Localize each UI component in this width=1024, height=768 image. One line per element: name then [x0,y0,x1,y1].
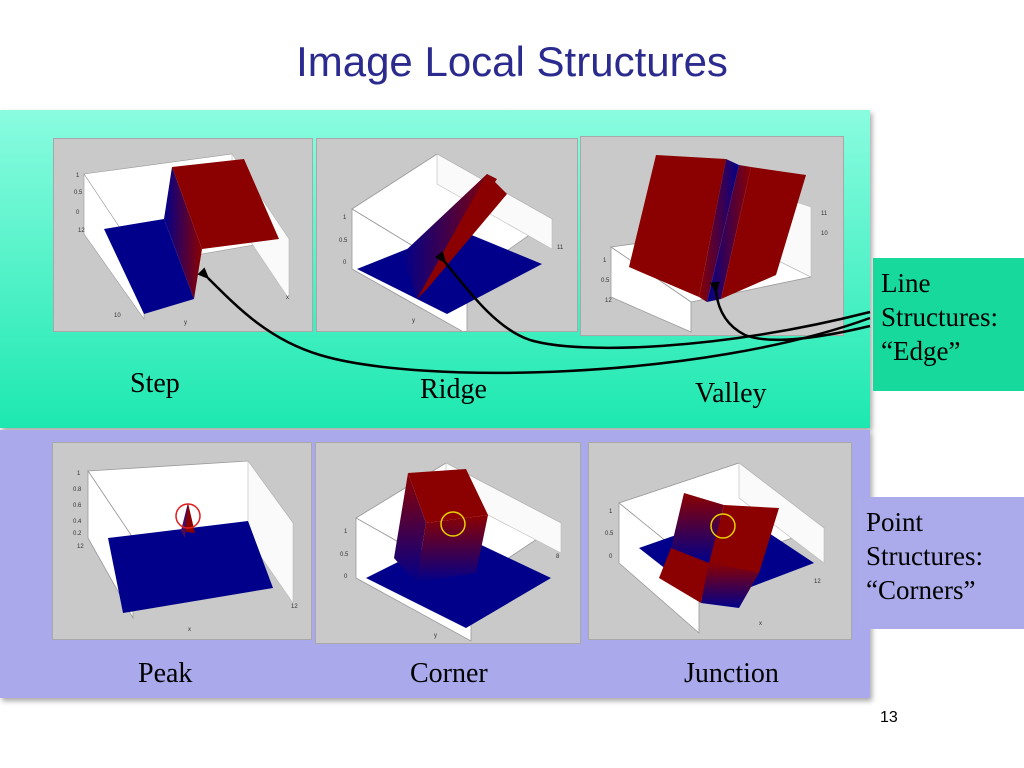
svg-text:1: 1 [609,509,613,515]
peak-surface-plot: 1 0.8 0.6 0.4 0.2 12 12 x [52,442,312,640]
svg-text:x: x [286,295,289,301]
corner-surface-plot: 1 0.5 0 y 8 [315,442,581,644]
svg-text:10: 10 [821,231,828,237]
svg-text:x: x [188,627,191,633]
callout-line-1: Line [881,268,931,298]
caption-corner: Corner [410,658,488,689]
svg-text:12: 12 [291,604,298,610]
caption-junction: Junction [684,658,779,689]
svg-text:0.4: 0.4 [73,519,82,525]
svg-text:y: y [434,633,437,639]
svg-text:1: 1 [343,215,347,221]
slide-title: Image Local Structures [296,38,728,85]
svg-text:0.5: 0.5 [340,552,349,558]
valley-surface-plot: 1 0.5 12 11 10 [580,136,844,336]
svg-text:0: 0 [76,210,80,216]
svg-text:0.5: 0.5 [74,190,83,196]
callout-point-3: “Corners” [866,575,976,605]
svg-text:12: 12 [78,228,85,234]
slide-number: 13 [880,709,898,726]
svg-text:0.2: 0.2 [73,531,82,537]
svg-text:12: 12 [605,298,612,304]
svg-text:y: y [184,320,187,326]
svg-text:0.8: 0.8 [73,487,82,493]
svg-text:1: 1 [76,173,80,179]
callout-line-2: Structures: [881,302,998,332]
svg-text:0: 0 [344,574,348,580]
caption-step: Step [130,368,180,399]
svg-text:1: 1 [603,258,607,264]
caption-valley: Valley [695,378,767,409]
svg-text:11: 11 [557,245,564,251]
step-surface-plot: 1 0.5 0 12 10 y x [53,138,313,332]
svg-text:0: 0 [343,260,347,266]
junction-surface-plot: 1 0.5 0 12 x [588,442,852,640]
caption-peak: Peak [138,658,193,689]
ridge-surface-plot: 1 0.5 0 y 11 [316,138,578,332]
line-structures-callout: Line Structures: “Edge” [873,258,1024,391]
svg-text:10: 10 [114,313,121,319]
svg-text:y: y [412,318,415,324]
caption-ridge: Ridge [420,374,487,405]
svg-text:0.5: 0.5 [339,238,348,244]
point-structures-callout: Point Structures: “Corners” [858,497,1024,629]
svg-text:1: 1 [77,471,81,477]
svg-text:0: 0 [609,554,613,560]
svg-text:0.5: 0.5 [605,531,614,537]
svg-text:12: 12 [814,579,821,585]
callout-point-2: Structures: [866,541,983,571]
svg-text:8: 8 [556,554,560,560]
svg-text:x: x [759,621,762,627]
svg-text:1: 1 [344,529,348,535]
svg-text:0.6: 0.6 [73,503,82,509]
callout-line-3: “Edge” [881,336,961,366]
svg-text:12: 12 [77,544,84,550]
svg-text:0.5: 0.5 [601,278,610,284]
svg-text:11: 11 [821,211,828,217]
callout-point-1: Point [866,507,924,537]
